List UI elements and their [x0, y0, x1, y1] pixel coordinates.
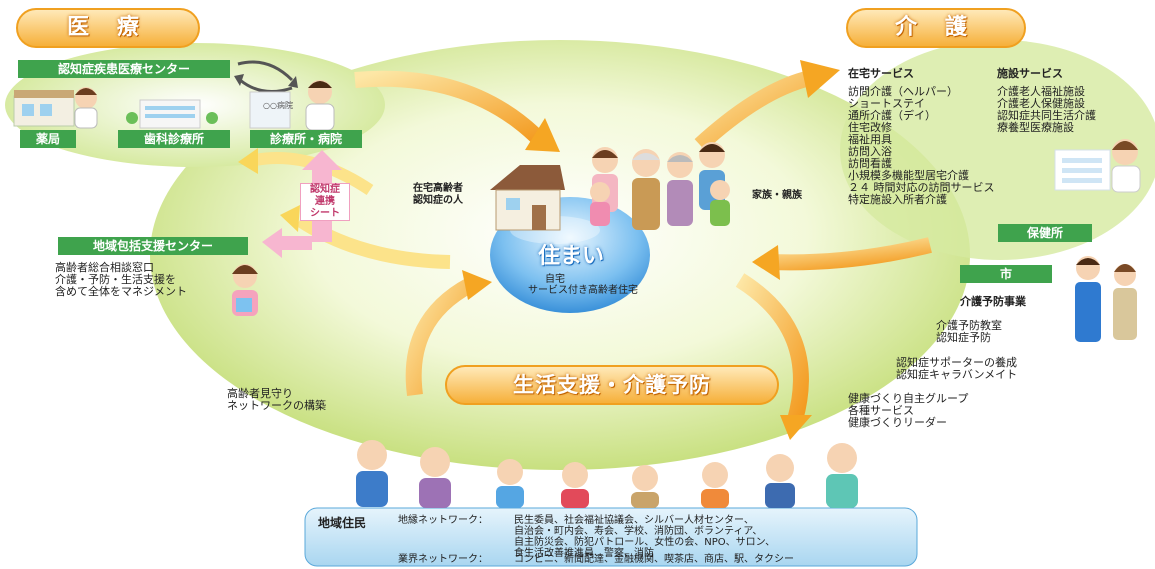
renkei-sheet-label: 認知症 連携 シート	[300, 183, 350, 221]
city-staff-icon	[1075, 256, 1137, 342]
doctor-icon	[305, 80, 335, 131]
home-service-item: 訪問介護（ヘルパー）	[848, 85, 958, 98]
home-elderly-label: 在宅高齢者 認知症の人	[413, 183, 463, 206]
health-center-building-icon	[1054, 149, 1111, 191]
dementia-supporter-text: 認知症サポーターの養成 認知症キャラバンメイト	[896, 356, 1018, 381]
prevention-heading: 介護予防事業	[960, 295, 1026, 308]
facility-service-item: 介護老人福祉施設	[997, 85, 1085, 98]
facility-service-list: 介護老人福祉施設 介護老人保健施設 認知症共同生活介護 療養型医療施設	[997, 86, 1096, 134]
home-service-item: 特定施設入所者介護	[848, 193, 947, 206]
dental-clinic-building-icon	[126, 99, 218, 129]
home-service-heading: 在宅サービス	[848, 67, 914, 80]
home-service-item: 訪問看護	[848, 157, 892, 170]
sumai-line-1: 自宅	[545, 274, 565, 285]
community-support-center-label: 地域包括支援センター	[58, 237, 248, 255]
home-service-item: ショートステイ	[848, 97, 925, 110]
health-center-label: 保健所	[998, 224, 1092, 242]
pharmacy-label: 薬局	[20, 130, 76, 148]
prevention-items: 介護予防教室 認知症予防	[936, 319, 1002, 344]
family-label: 家族・親族	[752, 190, 802, 201]
family-illustration	[590, 142, 730, 230]
care-area	[840, 40, 1155, 260]
renkei-arrow-horizontal	[262, 228, 312, 258]
facility-service-item: 介護老人保健施設	[997, 97, 1085, 110]
hospital-sign: ○○病院	[263, 101, 293, 110]
residents-box	[304, 507, 918, 567]
facility-service-item: 療養型医療施設	[997, 121, 1074, 134]
sumai-line-2: サービス付き高齢者住宅	[528, 285, 638, 296]
care-manager-icon	[232, 264, 258, 316]
health-groups-text: 健康づくり自主グループ 各種サービス 健康づくりリーダー	[848, 392, 969, 429]
arrow-support-to-home	[405, 277, 474, 397]
home-service-item: ２４ 時間対応の訪問サービス	[848, 181, 995, 194]
community-network-text: 民生委員、社会福祉協議会、シルバー人材センター、 自治会・町内会、寿会、学校、消…	[514, 515, 776, 559]
care-title: 介 護	[846, 8, 1026, 48]
home-service-list: 訪問介護（ヘルパー） ショートステイ 通所介護（デイ） 住宅改修 福祉用具 訪問…	[848, 86, 995, 206]
home-service-item: 福祉用具	[848, 133, 892, 146]
watch-network-text: 高齢者見守り ネットワークの構築	[227, 387, 326, 412]
home-service-item: 訪問入浴	[848, 145, 892, 158]
industry-network-text: コンビニ、新聞配達、金融機関、喫茶店、商店、駅、タクシー	[514, 554, 794, 565]
dental-clinic-label: 歯科診療所	[118, 130, 230, 148]
facility-service-heading: 施設サービス	[997, 67, 1063, 80]
city-label: 市	[960, 265, 1052, 283]
residents-title: 地域住民	[318, 516, 367, 530]
pharmacist-icon	[74, 87, 98, 129]
pharmacy-building-icon	[13, 90, 75, 127]
home-service-item: 住宅改修	[848, 121, 892, 134]
dementia-medical-center-label: 認知症疾患医療センター	[18, 60, 230, 78]
home-service-item: 通所介護（デイ）	[848, 109, 936, 122]
arrow-home-to-care	[694, 70, 813, 151]
life-support-title: 生活支援・介護予防	[445, 365, 779, 405]
medical-title: 医 療	[16, 8, 200, 48]
clinic-hospital-label: 診療所・病院	[250, 130, 362, 148]
nurse-icon	[1111, 139, 1141, 193]
sumai-title: 住まい	[538, 244, 605, 269]
arrow-city-to-home	[769, 237, 932, 271]
community-support-center-desc: 高齢者総合相談窓口 介護・予防・生活支援を 含めて全体をマネジメント	[55, 261, 187, 298]
residents-illustration	[356, 440, 858, 508]
industry-network-label: 業界ネットワーク：	[398, 554, 488, 565]
house-icon	[490, 165, 565, 231]
community-network-label: 地縁ネットワーク：	[398, 515, 488, 526]
facility-service-item: 認知症共同生活介護	[997, 109, 1096, 122]
arrow-home-to-support	[735, 273, 809, 423]
arrow-medical-to-home	[354, 70, 546, 146]
hospital-building-icon	[249, 91, 291, 129]
home-service-item: 小規模多機能型居宅介護	[848, 169, 969, 182]
